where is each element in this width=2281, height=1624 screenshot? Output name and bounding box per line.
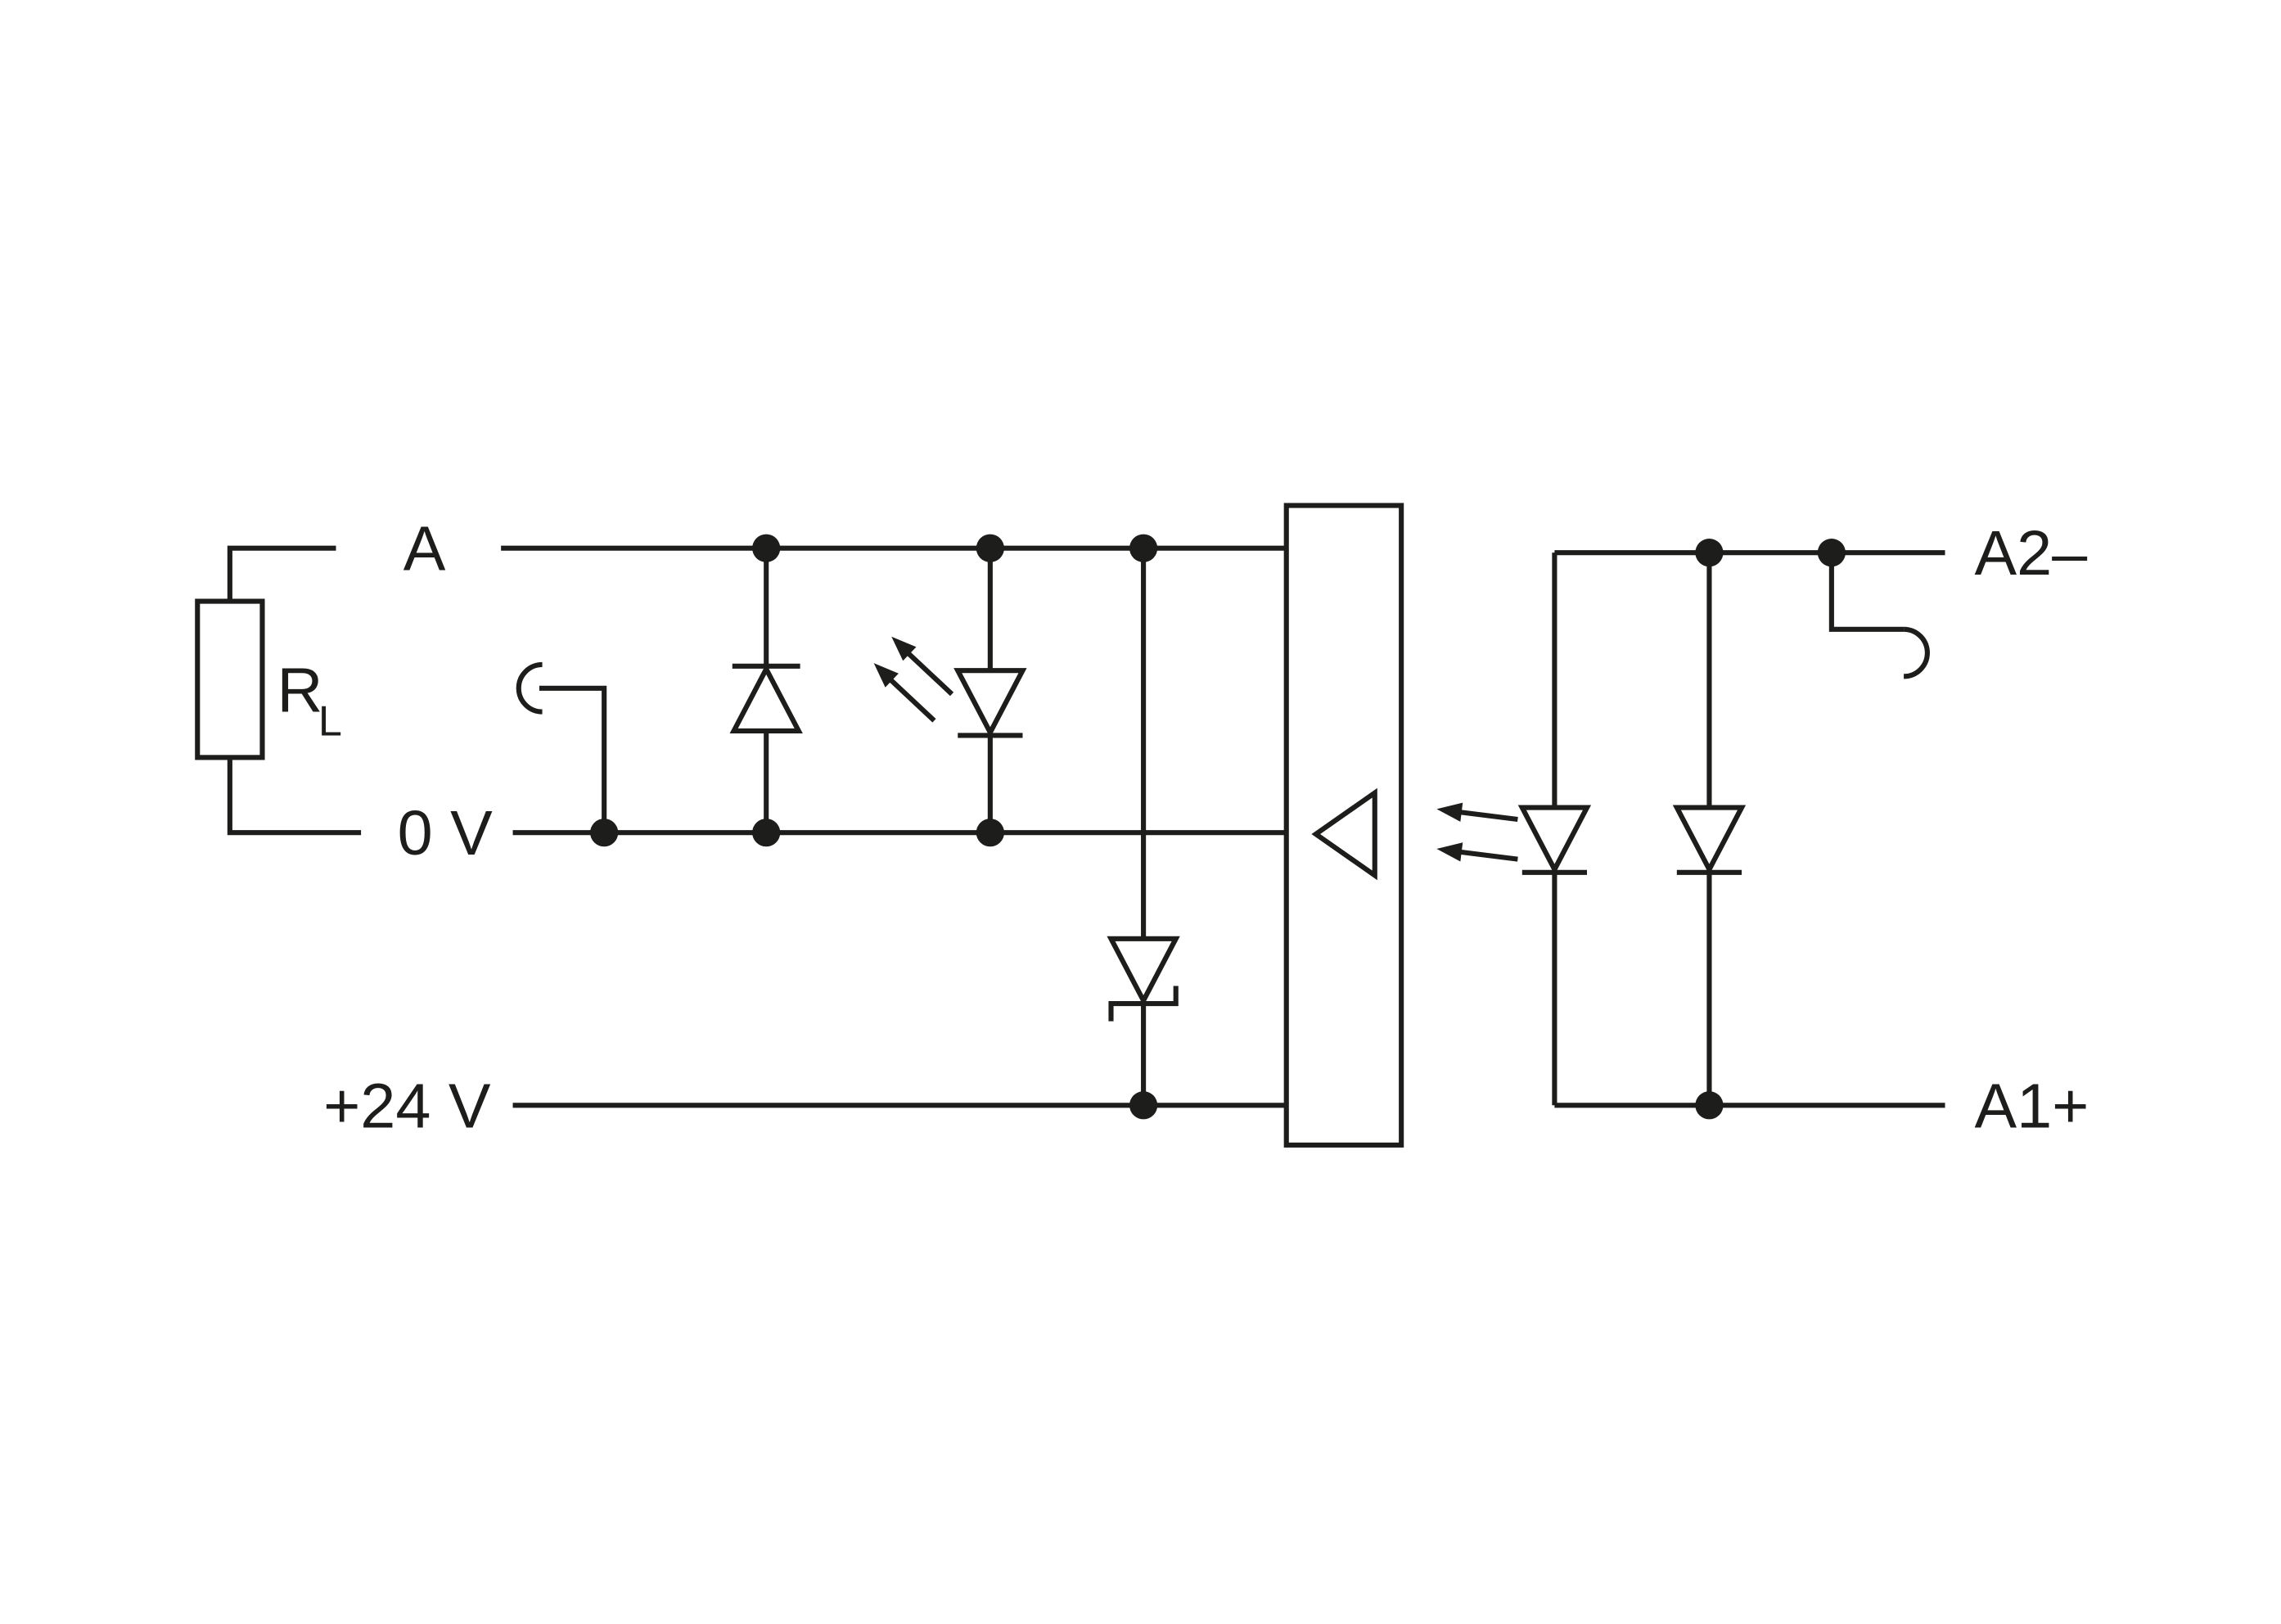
load-resistor-label: R [277,656,322,726]
junction-dot [1129,534,1158,562]
suppressor-zener-diode [1107,548,1180,1106]
protection-diode [729,548,803,833]
junction-dot [1129,1091,1158,1120]
light-arrow-head [891,636,917,661]
status-led [873,548,1027,833]
load-resistor-wire-top [227,545,336,602]
junction-dot [1695,1091,1724,1120]
junction-dot [752,534,781,562]
zener-diode-symbol [1107,936,1180,1007]
optocoupler-light-arrows-icon [1436,802,1518,862]
junction-dots-left [590,534,1158,1120]
terminal-0v-label: 0 V [398,798,494,868]
input-diode [1672,553,1747,1106]
junction-dot [590,819,619,847]
load-resistor-subscript: L [318,697,342,745]
input-diode-symbol [1672,805,1747,875]
light-arrow-shaft [1458,849,1518,862]
terminal-a2-label: A2– [1975,518,2089,589]
protection-diode-symbol [729,663,803,734]
light-arrow-shaft [1458,809,1518,823]
light-arrow-head [1436,802,1463,822]
amplifier-triangle-icon [1311,787,1377,881]
output-section: R L A 0 V +24 V [195,514,1287,1141]
socket-right-contact-icon [1903,626,1930,679]
junction-dot [1817,539,1846,567]
status-led-symbol [953,668,1027,738]
status-led-light-arrows-icon [873,636,954,723]
socket-right-wire [1828,553,1905,632]
junction-dot [976,819,1004,847]
junction-dots-right [1695,539,1846,1120]
socket-left-wire [539,685,607,833]
light-arrow-head [1436,842,1463,862]
load-resistor-symbol [195,598,265,760]
junction-dot [1695,539,1724,567]
optocoupler-emitter-led [1517,553,1592,1106]
input-section: A2– A1+ [1517,518,2089,1141]
amplifier-block [1283,503,1404,1148]
junction-dot [976,534,1004,562]
light-arrow-head [873,663,899,688]
terminal-24v-label: +24 V [323,1071,491,1141]
load-resistor-wire-bottom [227,757,362,836]
terminal-a1-label: A1+ [1975,1071,2089,1141]
junction-dot [752,819,781,847]
terminal-a-label: A [403,514,446,584]
socket-left-contact-icon [516,661,543,715]
emitter-led-symbol [1517,805,1592,875]
light-arrow-shaft [904,649,954,697]
light-arrow-shaft [886,675,936,723]
